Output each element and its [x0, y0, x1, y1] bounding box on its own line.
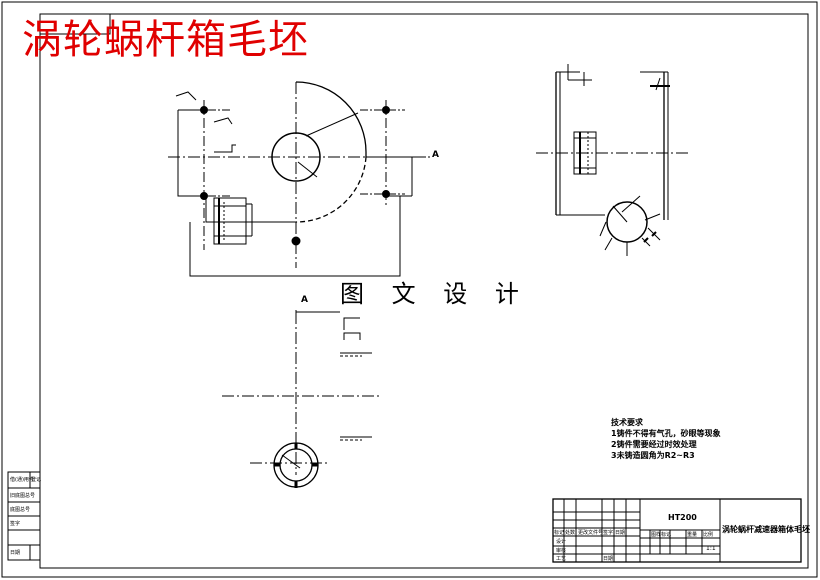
drawing-overlay-title: 涡轮蜗杆箱毛坯: [22, 17, 309, 63]
sheet-inner-frame: [39, 13, 809, 569]
side-stamp: [7, 471, 41, 561]
tech-requirement-item: 3未铸造圆角为R2~R3: [611, 451, 695, 460]
scale-value: 1:1: [706, 545, 716, 552]
title-block: [552, 498, 802, 563]
role-label: 工艺: [556, 556, 567, 562]
tech-requirements-heading: 技术要求: [611, 418, 643, 427]
role-label: 审核: [556, 548, 567, 554]
revision-row-label: 签字: [603, 530, 614, 536]
side-stamp-label: 登记: [31, 477, 42, 483]
section-marker-bottom: A: [301, 295, 308, 305]
header-label: 图样标记: [651, 532, 672, 538]
main-view: [168, 81, 430, 277]
tech-requirement-item: 2铸件需要经过时效处理: [611, 440, 697, 449]
technical-requirements: 技术要求 1铸件不得有气孔，砂眼等现象 2铸件需要经过时效处理 3未铸造圆角为R…: [611, 417, 721, 461]
revision-row-label: 处数: [565, 530, 576, 536]
role-label: 日期: [603, 556, 614, 562]
section-view-a: [222, 310, 380, 488]
watermark-text: 图 文 设 计: [340, 280, 529, 308]
revision-row-label: 更改文件号: [578, 530, 604, 536]
tech-requirement-item: 1铸件不得有气孔，砂眼等现象: [611, 429, 721, 438]
header-label: 重量: [687, 532, 698, 538]
side-stamp-label: 签字: [10, 521, 21, 527]
side-stamp-label: 日期: [10, 550, 21, 556]
side-view: [536, 64, 690, 256]
drawing-code-box: [39, 13, 111, 35]
role-label: 设计: [556, 539, 567, 545]
section-marker-top: A: [432, 150, 439, 160]
revision-row-label: 标记: [554, 530, 565, 536]
material-label: HT200: [668, 513, 697, 522]
header-label: 比例: [703, 532, 714, 538]
drawing-name: 涡轮蜗杆减速器箱体毛坯: [722, 525, 810, 534]
side-stamp-label: 借(通)用件: [10, 477, 34, 483]
revision-row-label: 日期: [615, 530, 626, 536]
side-stamp-label: 底图总号: [10, 507, 31, 513]
side-stamp-label: 旧底图总号: [10, 493, 36, 499]
